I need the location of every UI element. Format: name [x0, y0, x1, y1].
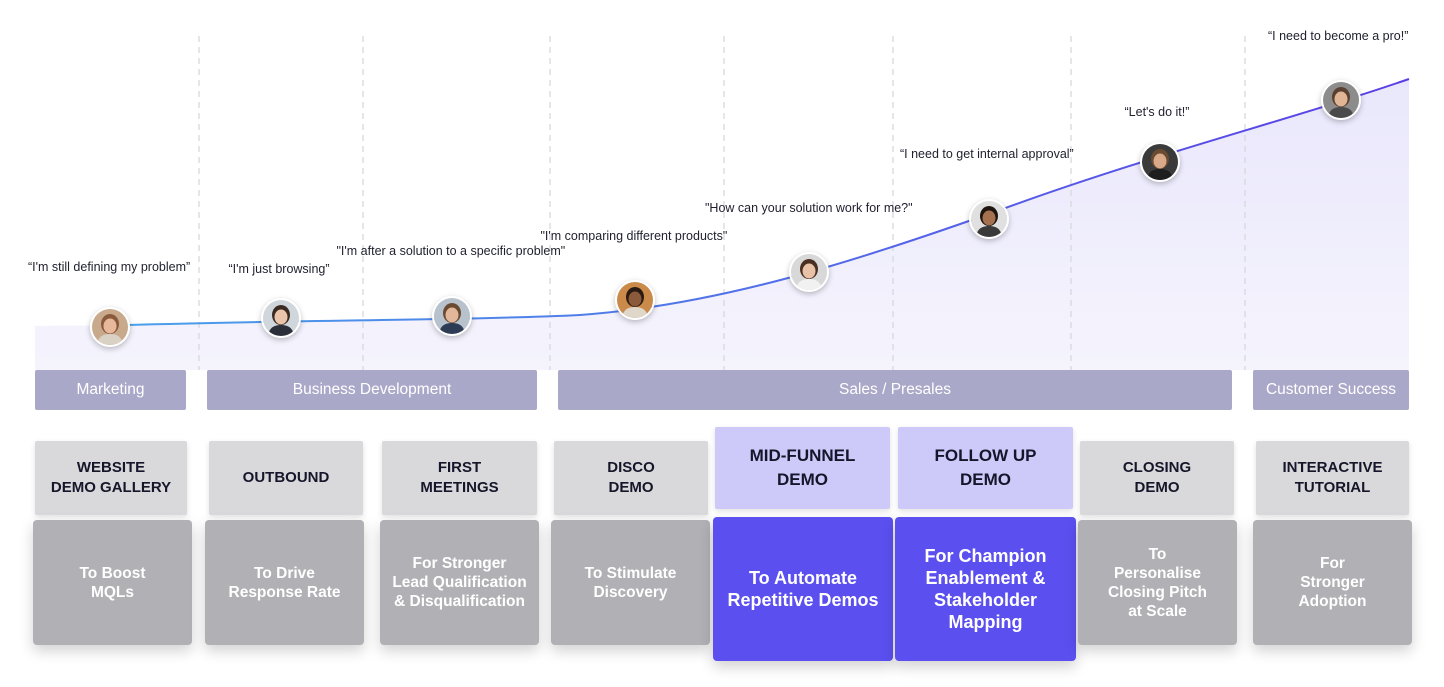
quote-how-solution-works: "How can your solution work for me?": [705, 201, 913, 215]
quote-specific-problem: "I'm after a solution to a specific prob…: [336, 244, 566, 258]
demo-title-follow-up: FOLLOW UP DEMO: [898, 427, 1073, 509]
curve-area-fill: [35, 79, 1409, 370]
quote-comparing-products: "I'm comparing different products": [540, 229, 728, 243]
demo-goal-automate-demos: To Automate Repetitive Demos: [713, 517, 893, 661]
quote-lets-do-it: “Let's do it!”: [1124, 105, 1190, 119]
quote-defining-problem: “I'm still defining my problem”: [28, 260, 191, 274]
avatar-woman-dark-hair-icon: [261, 298, 301, 338]
stage-sales-presales: Sales / Presales: [558, 370, 1232, 410]
quote-become-pro: “I need to become a pro!”: [1268, 29, 1409, 43]
quote-just-browsing: “I'm just browsing”: [228, 262, 330, 276]
stage-customer-success: Customer Success: [1253, 370, 1409, 410]
demo-goal-stimulate-discovery: To Stimulate Discovery: [551, 520, 710, 645]
avatar-man-bald-beard-icon: [1140, 142, 1180, 182]
stage-marketing: Marketing: [35, 370, 186, 410]
demo-goal-champion-enablement: For Champion Enablement & Stakeholder Ma…: [895, 517, 1076, 661]
avatar-man-beard-icon: [615, 280, 655, 320]
demo-goal-stronger-adoption: For Stronger Adoption: [1253, 520, 1412, 645]
column-dividers: [198, 36, 1246, 370]
demo-title-mid-funnel: MID-FUNNEL DEMO: [715, 427, 890, 509]
avatar-man-smiling-icon: [1321, 80, 1361, 120]
demo-goal-response-rate: To Drive Response Rate: [205, 520, 364, 645]
demo-title-closing: CLOSING DEMO: [1080, 441, 1234, 515]
avatar-woman-curly-hair-icon: [969, 199, 1009, 239]
stage-business-development: Business Development: [207, 370, 537, 410]
journey-curve-line: [127, 78, 1410, 326]
quote-internal-approval: “I need to get internal approval”: [900, 147, 1074, 161]
demo-goal-personalise-pitch: To Personalise Closing Pitch at Scale: [1078, 520, 1237, 645]
journey-curve-chart: [35, 36, 1410, 370]
demo-title-first-meetings: FIRST MEETINGS: [382, 441, 537, 515]
demo-goal-boost-mqls: To Boost MQLs: [33, 520, 192, 645]
demo-title-disco: DISCO DEMO: [554, 441, 708, 515]
avatar-woman-long-hair-icon: [789, 252, 829, 292]
demo-title-interactive-tutorial: INTERACTIVE TUTORIAL: [1256, 441, 1409, 515]
demo-title-outbound: OUTBOUND: [209, 441, 363, 515]
avatar-woman-glasses-icon: [90, 307, 130, 347]
demo-goal-lead-qualification: For Stronger Lead Qualification & Disqua…: [380, 520, 539, 645]
avatar-man-suit-icon: [432, 296, 472, 336]
demo-title-website-gallery: WEBSITE DEMO GALLERY: [35, 441, 187, 515]
